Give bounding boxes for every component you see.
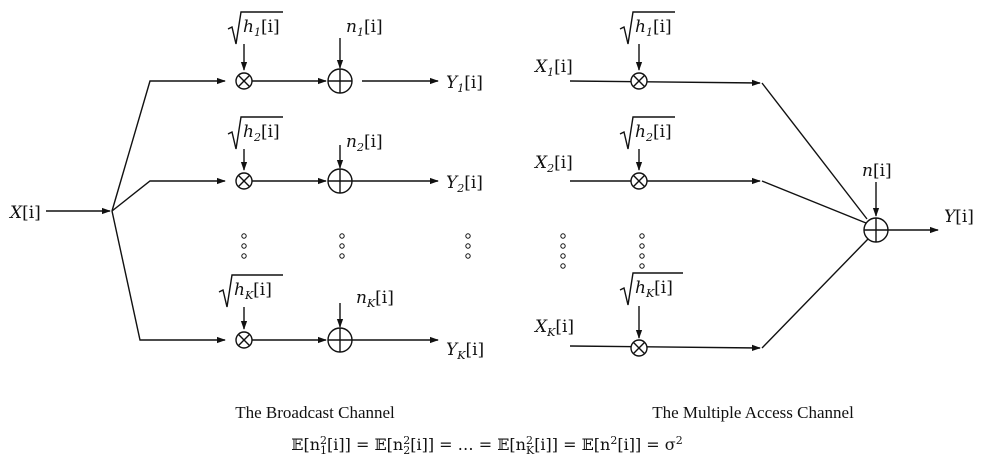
mac-multiplier-1 xyxy=(630,72,648,90)
multiple-access-channel: X1[i] h1[i] X2[i] h2[i] xyxy=(533,11,974,422)
bc-branch-K-line xyxy=(111,210,226,344)
multiplier-2 xyxy=(235,172,253,190)
mac-ellipsis xyxy=(560,233,645,269)
mac-path-1 xyxy=(761,82,868,220)
bc-output-2-label: Y2[i] xyxy=(446,173,483,195)
multiplier-K xyxy=(235,331,253,349)
broadcast-channel: X[i] h1[i] n1[i] Y1[i] xyxy=(8,11,484,422)
mac-input-1-line xyxy=(569,79,761,87)
bc-caption: The Broadcast Channel xyxy=(235,403,395,422)
sqrt-sign xyxy=(619,272,683,306)
bc-ellipsis xyxy=(241,233,471,259)
bc-branch-2: h2[i] n2[i] Y2[i] xyxy=(227,116,483,195)
mac-gain-K-label: hK[i] xyxy=(635,278,673,300)
mac-input-K-line xyxy=(569,344,761,352)
mac-gain-2-label: h2[i] xyxy=(635,122,672,144)
mac-multiplier-2 xyxy=(630,172,648,190)
mac-multiplier-K xyxy=(630,339,648,357)
bc-noise-1-label: n1[i] xyxy=(346,17,383,39)
bc-output-1-label: Y1[i] xyxy=(446,73,483,95)
mac-path-K xyxy=(761,238,869,349)
bc-output-K-label: YK[i] xyxy=(446,340,484,362)
mac-adder xyxy=(863,217,889,243)
adder-2 xyxy=(327,168,353,194)
adder-K xyxy=(327,327,353,353)
bc-gain-K-label: hK[i] xyxy=(234,280,272,302)
adder-1 xyxy=(327,68,353,94)
mac-input-K: hK[i] XK[i] xyxy=(533,238,869,357)
mac-input-1: X1[i] h1[i] xyxy=(533,11,868,220)
sqrt-sign xyxy=(218,274,283,308)
sqrt-sign xyxy=(227,11,283,45)
bc-branch-1-line xyxy=(111,77,226,212)
mac-input-2-label: X2[i] xyxy=(533,153,573,175)
mac-path-2 xyxy=(761,180,867,224)
bc-noise-2-label: n2[i] xyxy=(346,132,383,154)
mac-gain-1-label: h1[i] xyxy=(635,17,672,39)
mac-noise-label: n[i] xyxy=(862,161,892,181)
bc-branch-1: h1[i] n1[i] Y1[i] xyxy=(227,11,483,95)
bc-noise-K-label: nK[i] xyxy=(356,288,394,310)
mac-input-K-label: XK[i] xyxy=(533,317,574,339)
mac-caption: The Multiple Access Channel xyxy=(652,403,854,422)
multiplier-1 xyxy=(235,72,253,90)
sqrt-sign xyxy=(619,116,675,150)
sqrt-sign xyxy=(619,11,675,45)
bc-input-label: X[i] xyxy=(8,203,41,223)
mac-input-1-label: X1[i] xyxy=(533,57,573,79)
sqrt-sign xyxy=(227,116,283,150)
bc-branch-2-line xyxy=(111,177,226,212)
bc-gain-2-label: h2[i] xyxy=(243,122,280,144)
mac-output-label: Y[i] xyxy=(944,207,974,227)
bc-gain-1-label: h1[i] xyxy=(243,17,280,39)
mac-input-2: X2[i] h2[i] xyxy=(533,116,867,224)
bc-branch-K: hK[i] nK[i] YK[i] xyxy=(218,274,484,362)
